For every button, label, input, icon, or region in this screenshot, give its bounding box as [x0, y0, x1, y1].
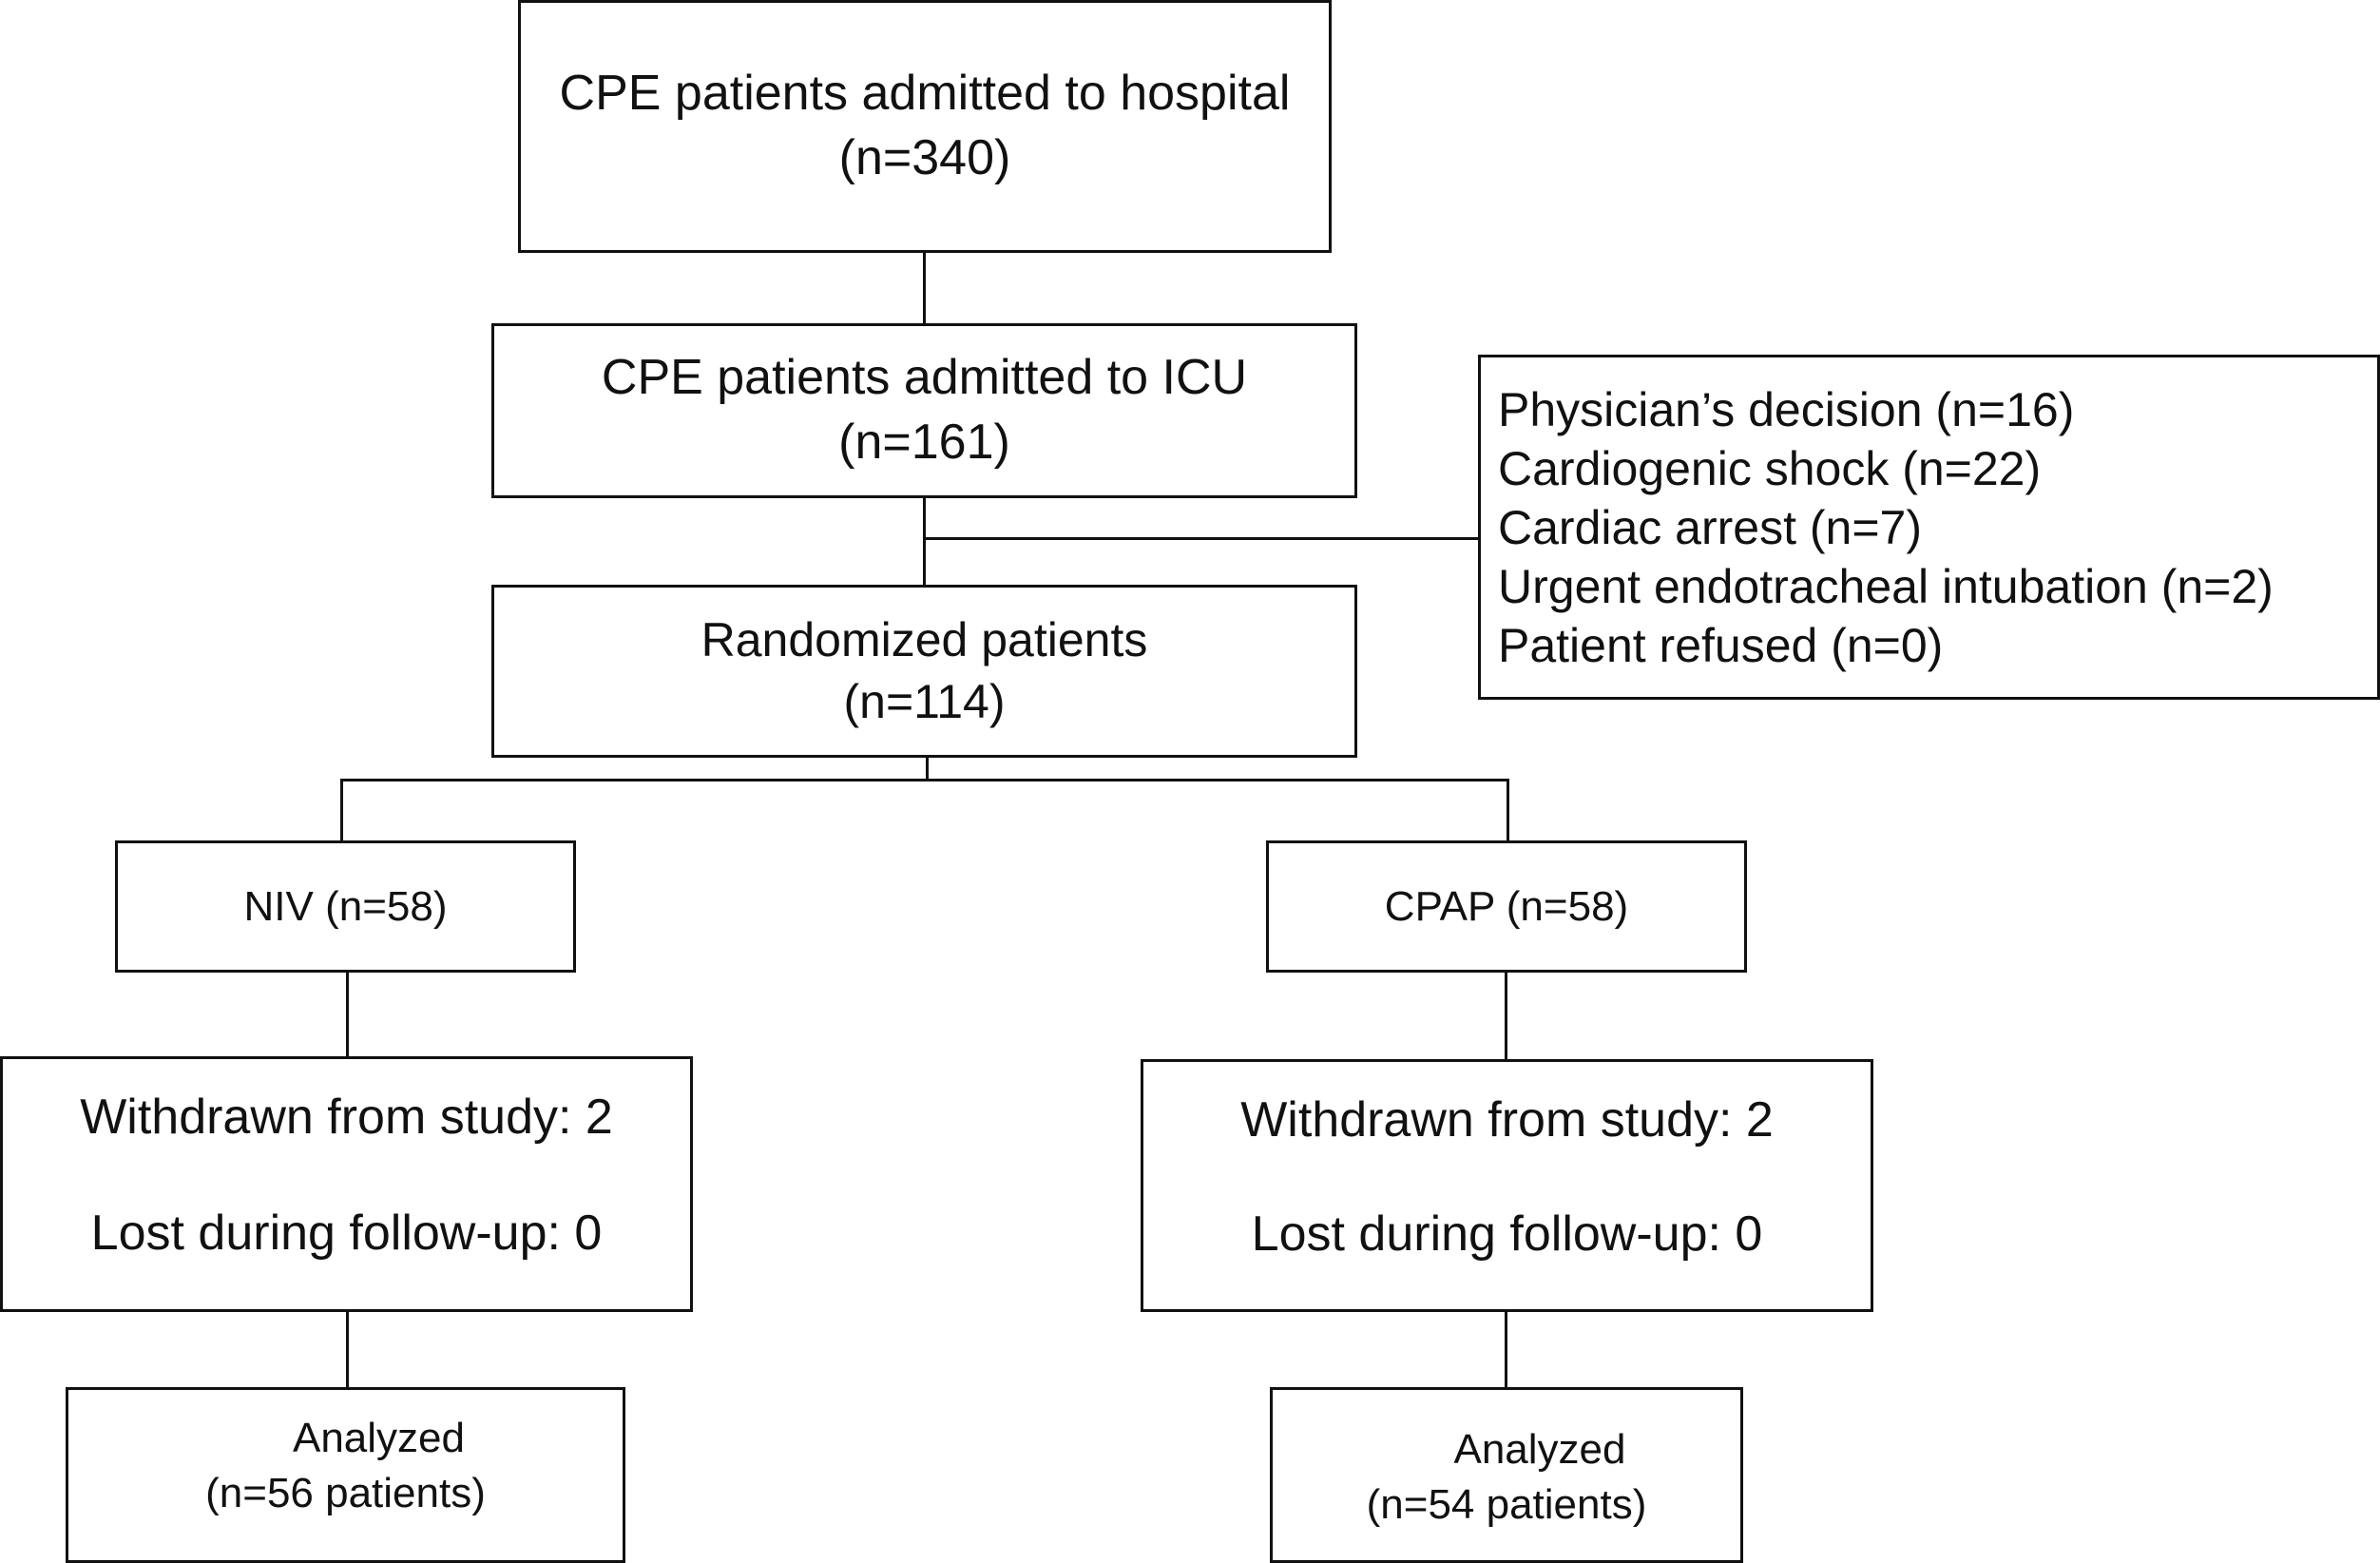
- icu-count: (n=161): [838, 415, 1010, 470]
- connector-icu-randomized: [923, 496, 926, 587]
- niv-analyzed-title: Analyzed: [292, 1415, 465, 1461]
- exclusion-patient-refused: Patient refused (n=0): [1498, 619, 1944, 672]
- connector-niv-analyzed: [346, 1310, 349, 1389]
- box-niv-arm: NIV (n=58): [115, 840, 576, 973]
- box-hospital-admissions: CPE patients admitted to hospital (n=340…: [518, 0, 1332, 253]
- connector-cpap-withdrawn: [1505, 971, 1507, 1061]
- connector-randomized-split: [926, 756, 929, 781]
- box-cpap-withdrawn: Withdrawn from study: 2 Lost during foll…: [1141, 1059, 1873, 1312]
- icu-title: CPE patients admitted to ICU: [601, 350, 1248, 406]
- box-niv-withdrawn: Withdrawn from study: 2 Lost during foll…: [0, 1056, 693, 1312]
- connector-split-cpap: [1507, 779, 1509, 841]
- box-icu-admissions: CPE patients admitted to ICU (n=161): [491, 323, 1357, 498]
- cpap-analyzed-title: Analyzed: [1453, 1426, 1626, 1473]
- connector-niv-withdrawn: [346, 971, 349, 1058]
- niv-withdrawn-count: Withdrawn from study: 2: [80, 1090, 613, 1145]
- cpap-lost-count: Lost during follow-up: 0: [1251, 1206, 1763, 1262]
- box-cpap-arm: CPAP (n=58): [1266, 840, 1747, 973]
- cpap-label: CPAP (n=58): [1384, 882, 1629, 930]
- connector-hospital-icu: [923, 251, 926, 324]
- box-exclusions: Physician’s decision (n=16) Cardiogenic …: [1478, 355, 2380, 700]
- connector-exclusion: [923, 537, 1478, 540]
- randomized-count: (n=114): [843, 675, 1006, 728]
- hospital-title: CPE patients admitted to hospital: [559, 66, 1291, 122]
- niv-analyzed-count: (n=56 patients): [205, 1470, 486, 1516]
- randomized-title: Randomized patients: [701, 613, 1148, 666]
- box-randomized: Randomized patients (n=114): [491, 585, 1357, 758]
- niv-label: NIV (n=58): [243, 882, 448, 930]
- connector-cpap-analyzed: [1505, 1310, 1507, 1389]
- connector-split-niv: [340, 779, 343, 841]
- connector-split-horizontal: [340, 779, 1509, 782]
- exclusion-cardiac-arrest: Cardiac arrest (n=7): [1498, 501, 1922, 554]
- exclusion-physician-decision: Physician’s decision (n=16): [1498, 383, 2075, 436]
- exclusion-cardiogenic-shock: Cardiogenic shock (n=22): [1498, 442, 2042, 495]
- box-niv-analyzed: Analyzed (n=56 patients): [66, 1387, 625, 1563]
- niv-lost-count: Lost during follow-up: 0: [90, 1206, 603, 1261]
- cpap-withdrawn-count: Withdrawn from study: 2: [1240, 1092, 1774, 1148]
- exclusion-urgent-intubation: Urgent endotracheal intubation (n=2): [1498, 560, 2274, 613]
- box-cpap-analyzed: Analyzed (n=54 patients): [1270, 1387, 1743, 1563]
- hospital-count: (n=340): [838, 130, 1011, 185]
- cpap-analyzed-count: (n=54 patients): [1366, 1481, 1647, 1528]
